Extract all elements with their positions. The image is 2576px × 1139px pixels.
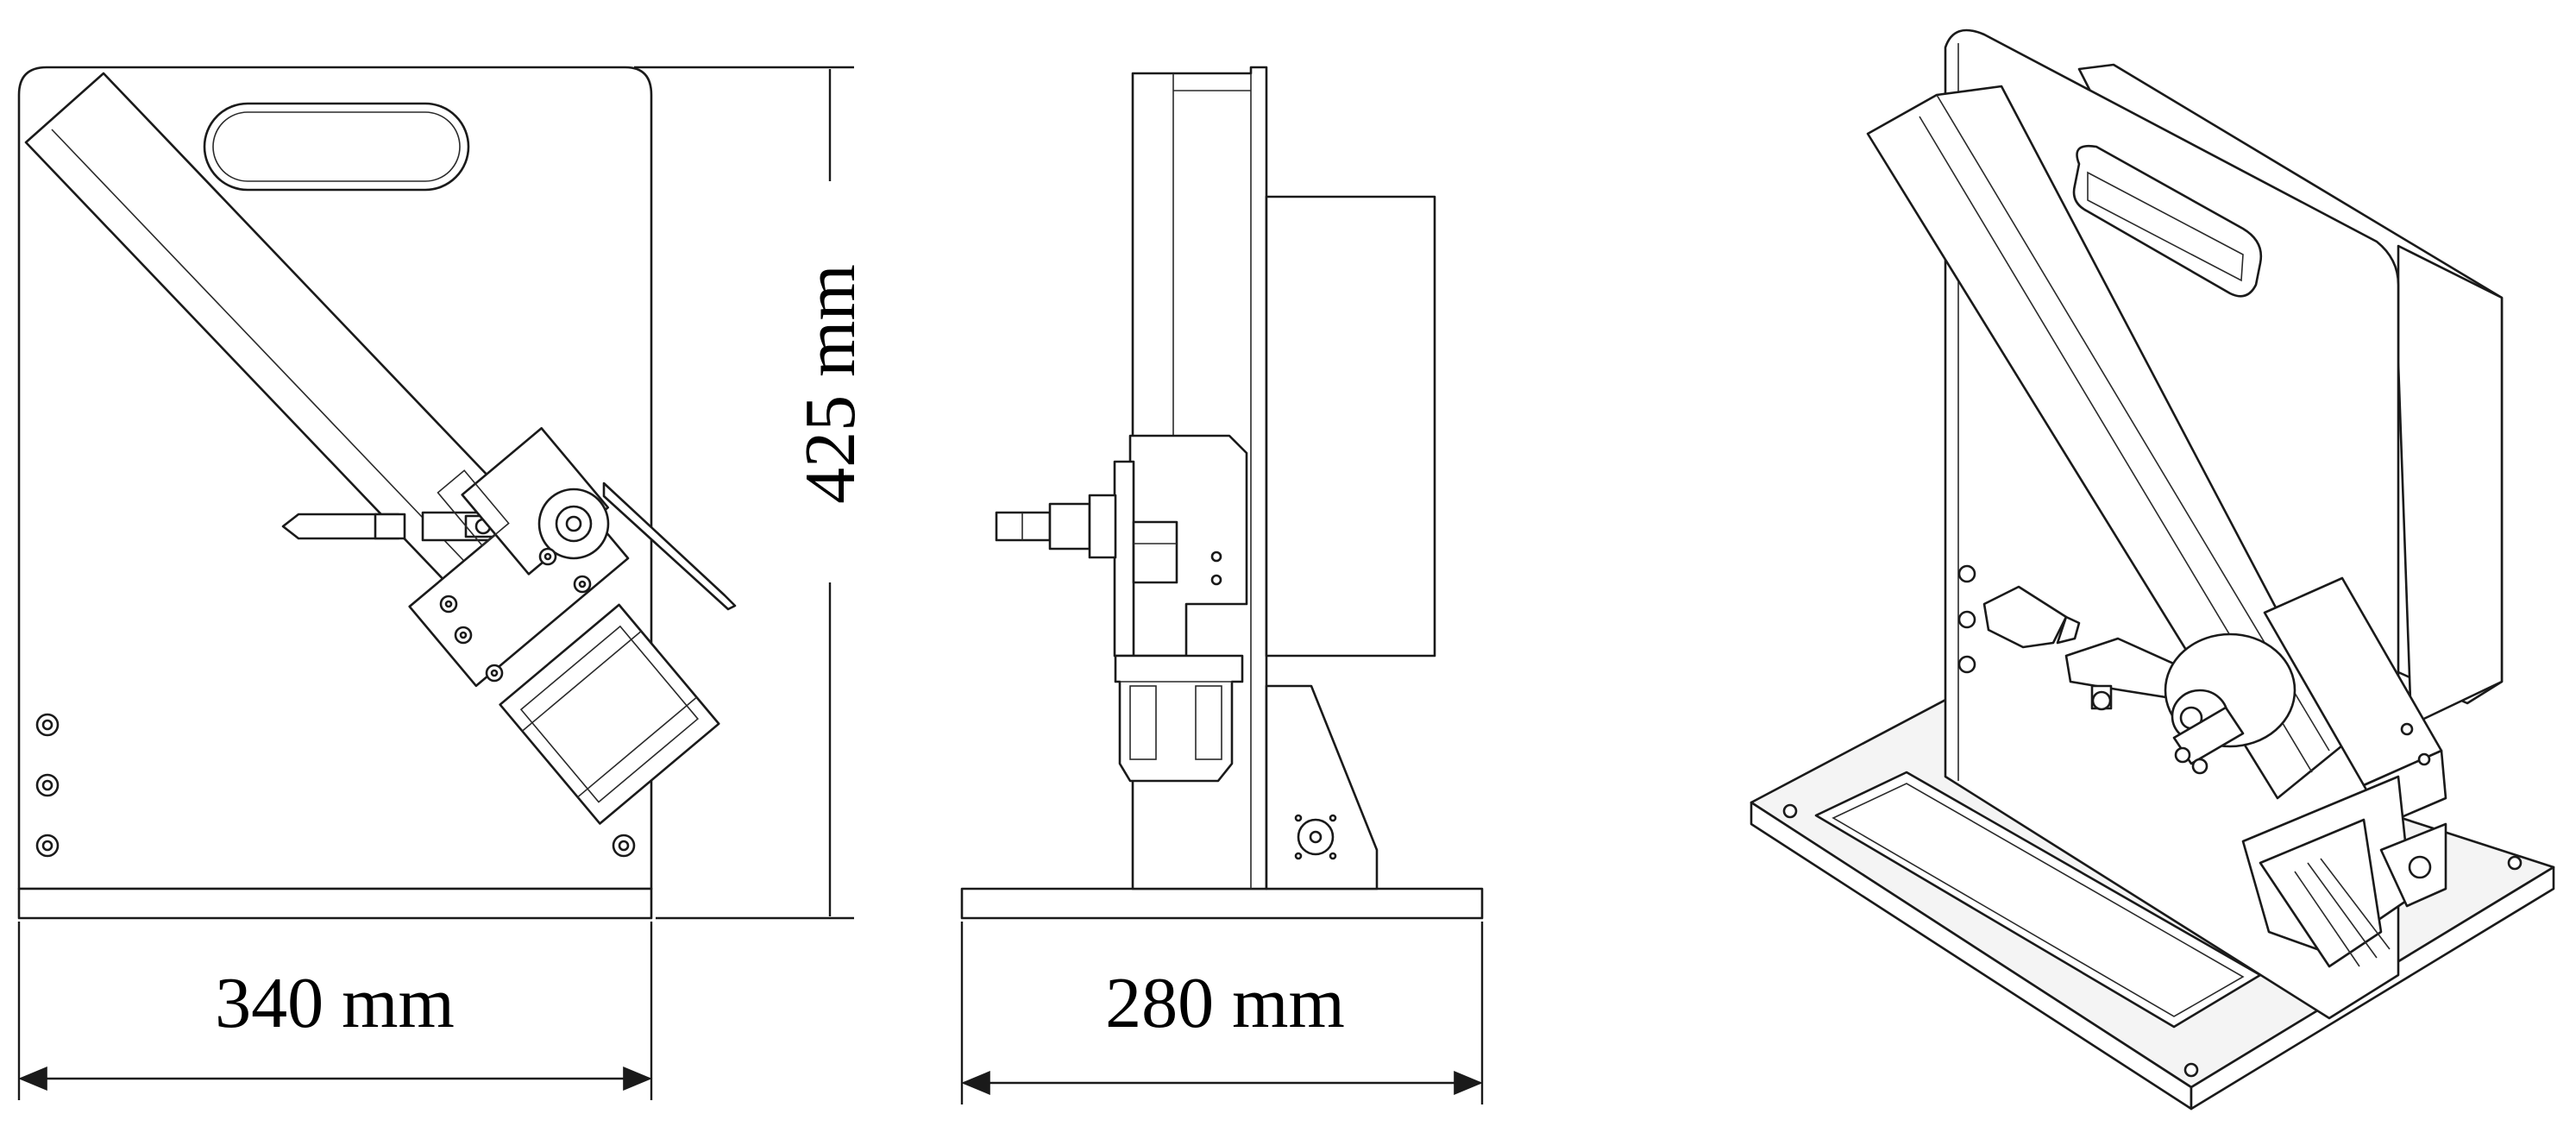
- side-view-motor: [1114, 654, 1244, 783]
- front-view-base: [17, 887, 653, 920]
- side-view: [960, 66, 1484, 920]
- front-view-lever: [602, 481, 737, 611]
- front-view: [17, 66, 737, 920]
- iso-rotary: [2164, 632, 2296, 775]
- front-view-screws: [35, 547, 636, 858]
- side-view-base: [960, 887, 1484, 920]
- height-label: 425 mm: [790, 264, 870, 504]
- front-view-motor: [499, 603, 720, 825]
- side-view-probe: [995, 494, 1117, 559]
- side-view-box: [1265, 195, 1436, 658]
- depth-label: 280 mm: [1105, 963, 1345, 1043]
- width-dimension: 340 mm: [17, 922, 653, 1100]
- front-view-handle: [203, 102, 470, 192]
- side-view-rear-bracket: [1265, 684, 1379, 890]
- iso-handle: [2072, 144, 2263, 298]
- isometric-view: [1750, 28, 2555, 1111]
- width-label: 340 mm: [215, 963, 455, 1043]
- depth-dimension: 280 mm: [960, 922, 1484, 1104]
- height-dimension: 425 mm: [634, 66, 870, 920]
